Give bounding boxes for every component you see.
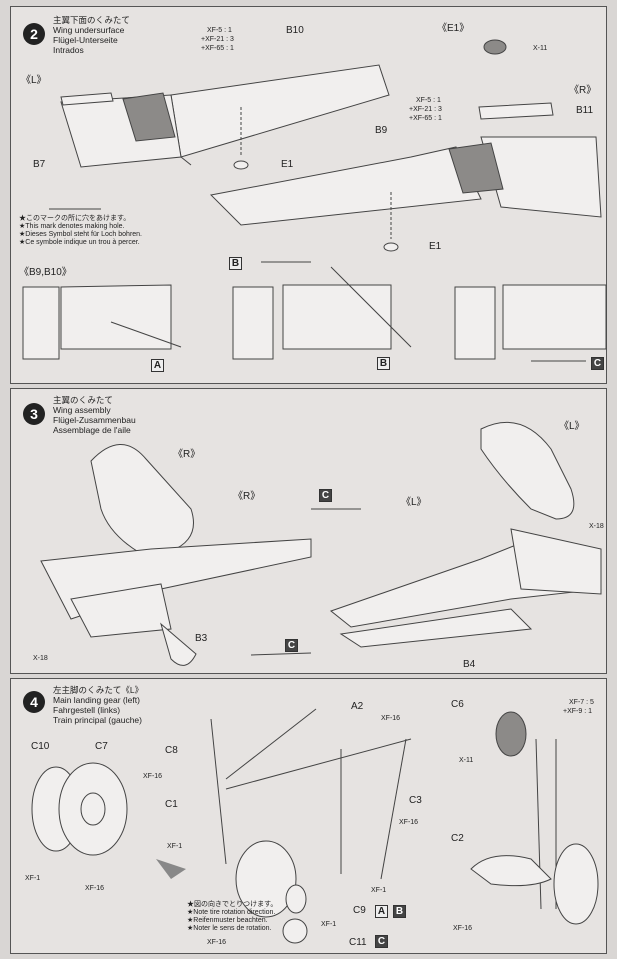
title-fr: Intrados	[53, 45, 84, 55]
title-jp: 主翼下面のくみたて	[53, 15, 130, 25]
paint-xf1-a: XF-1	[25, 875, 41, 882]
part-c11: C11	[349, 937, 367, 948]
part-c2: C2	[451, 833, 464, 844]
part-b7: B7	[33, 159, 46, 170]
hubcap-c11	[282, 918, 308, 944]
letter-c: C	[375, 935, 388, 948]
step-2-panel: 2 主翼下面のくみたて Wing undersurface Flügel-Unt…	[10, 6, 607, 384]
hole-note: ★このマークの所に穴をあけます。 ★This mark denotes maki…	[19, 215, 143, 246]
step-2-drawing	[22, 39, 607, 362]
letter-b-top: B	[229, 257, 242, 270]
e1-header: 《E1》	[437, 23, 470, 34]
x18-left: X-18	[33, 655, 48, 662]
tire-note: ★図の向きでとりつけます。 ★Note tire rotation direct…	[187, 901, 278, 932]
paint-xf1-c: XF-1	[371, 887, 387, 894]
paint-left-3: +XF-65 : 1	[201, 45, 234, 52]
step-3-panel: 3 主翼のくみたて Wing assembly Flügel-Zusammenb…	[10, 388, 607, 674]
part-a2: A2	[351, 701, 364, 712]
engine-nacelle-right	[90, 444, 194, 560]
engine-nacelle-left	[480, 421, 575, 520]
letter-c: C	[591, 357, 604, 370]
label-l-1: 《L》	[401, 497, 427, 508]
wheel-well-right	[448, 142, 504, 194]
letter-b: B	[393, 905, 406, 918]
part-c6: C6	[451, 699, 464, 710]
step-4-panel: 4 左主脚のくみたて《L》 Main landing gear (left) F…	[10, 678, 607, 954]
paint-xf16-a: XF-16	[381, 715, 401, 722]
tire-right	[553, 843, 599, 925]
wing-b9	[209, 146, 482, 226]
title-de: Flügel-Unterseite	[53, 35, 118, 45]
part-b9: B9	[375, 125, 388, 136]
x11-label: X-11	[533, 45, 548, 52]
direction-arrow-icon	[156, 859, 186, 879]
part-c7: C7	[95, 741, 108, 752]
letter-a: A	[375, 905, 388, 918]
side-right: 《R》	[569, 85, 597, 96]
b9b10-header: 《B9,B10》	[19, 267, 72, 278]
x18-right: X-18	[589, 523, 604, 530]
title-en: Wing undersurface	[53, 25, 125, 35]
label-r-1: 《R》	[173, 449, 201, 460]
part-b10: B10	[286, 25, 304, 36]
part-c9: C9	[353, 905, 366, 916]
paint-xf16-c: XF-16	[399, 819, 419, 826]
part-b11: B11	[576, 105, 594, 116]
step-number: 4	[23, 691, 45, 713]
side-left: 《L》	[21, 75, 47, 86]
label-r-2: 《R》	[233, 491, 261, 502]
paint-right-3: +XF-65 : 1	[409, 115, 442, 122]
part-c10: C10	[31, 741, 50, 752]
paint-mix-2: +XF-9 : 1	[563, 708, 592, 715]
wing-b10	[170, 64, 390, 158]
paint-mix-1: XF-7 : 5	[569, 699, 594, 706]
detail-a	[22, 284, 182, 360]
letter-c-bottom: C	[285, 639, 298, 652]
paint-right-2: +XF-21 : 3	[409, 106, 442, 113]
paint-left-2: +XF-21 : 3	[201, 36, 234, 43]
detail-c	[454, 284, 607, 362]
wheel-well-left	[122, 92, 176, 142]
paint-right-1: XF-5 : 1	[416, 97, 441, 104]
letter-a: A	[151, 359, 164, 372]
part-c1: C1	[165, 799, 178, 810]
step-number: 2	[23, 23, 45, 45]
letter-b: B	[377, 357, 390, 370]
paint-left-1: XF-5 : 1	[207, 27, 232, 34]
paint-xf1-d: XF-1	[321, 921, 337, 928]
tire-assembled	[235, 840, 297, 918]
letter-c-top: C	[319, 489, 332, 502]
paint-xf16-b: XF-16	[143, 773, 163, 780]
part-c6-shape	[495, 711, 527, 757]
paint-xf16-d: XF-16	[85, 885, 105, 892]
step-3-drawing	[40, 421, 602, 666]
step-title: 左主脚のくみたて《L》 Main landing gear (left) Fah…	[53, 685, 144, 725]
step-title: 主翼下面のくみたて Wing undersurface Flügel-Unter…	[53, 15, 130, 55]
part-b4: B4	[463, 659, 476, 670]
step-title: 主翼のくみたて Wing assembly Flügel-Zusammenbau…	[53, 395, 136, 435]
step-4-drawing	[31, 708, 599, 944]
paint-xf1-b: XF-1	[167, 843, 183, 850]
part-e1-b: E1	[429, 241, 442, 252]
step-number: 3	[23, 403, 45, 425]
paint-xf16-f: XF-16	[453, 925, 473, 932]
part-c3: C3	[409, 795, 422, 806]
detail-b	[232, 261, 412, 360]
part-e1-a: E1	[281, 159, 294, 170]
part-c8: C8	[165, 745, 178, 756]
part-b3: B3	[195, 633, 208, 644]
paint-xf16-e: XF-16	[207, 939, 227, 946]
label-l-2: 《L》	[559, 421, 585, 432]
paint-x11: X-11	[459, 757, 474, 764]
